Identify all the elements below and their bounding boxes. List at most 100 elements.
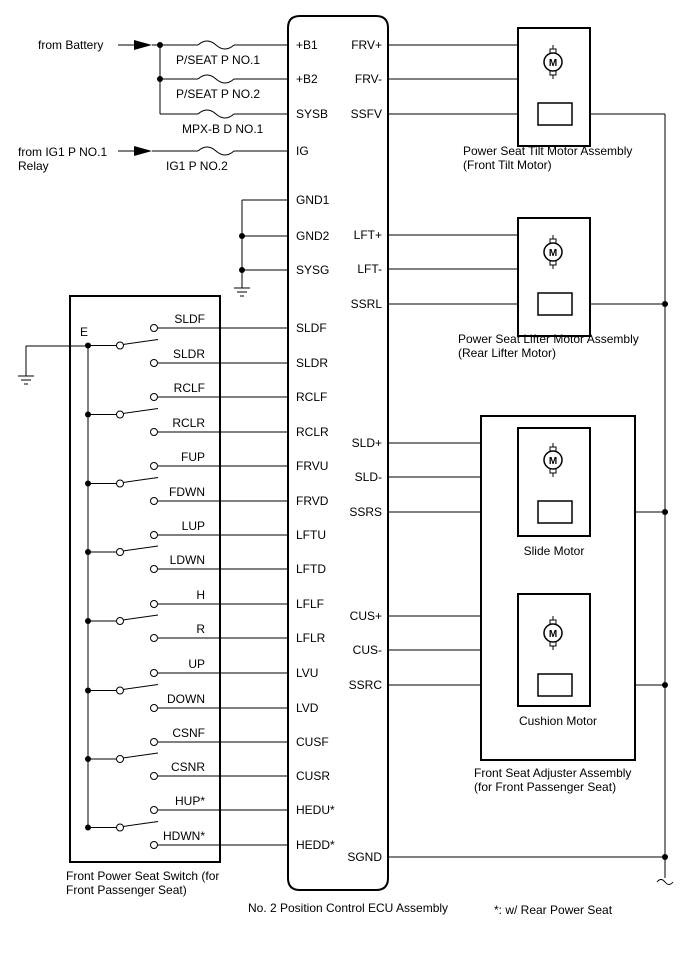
switch-contact-label: H xyxy=(196,588,205,602)
motor-symbol: M xyxy=(549,248,557,259)
fuse-3-icon xyxy=(197,109,235,119)
ecu-pin-label: SSRC xyxy=(349,678,383,692)
ecu-pin-label: SLD- xyxy=(355,470,382,484)
ecu-pin-label: SSRL xyxy=(351,297,383,311)
ecu-pin-label: LFT+ xyxy=(354,228,382,242)
switch-contact xyxy=(150,497,158,505)
ecu-pin-label: GND2 xyxy=(296,229,330,243)
switch-contact-label: DOWN xyxy=(167,692,205,706)
switch-contact-label: R xyxy=(196,622,205,636)
ig1-arrow-icon xyxy=(134,146,152,156)
motor-icon xyxy=(543,450,563,470)
fuse-1-icon xyxy=(197,40,235,50)
switch-pivot xyxy=(116,686,124,695)
ecu-assembly: No. 2 Position Control ECU Assembly xyxy=(248,15,448,915)
motor-symbol: M xyxy=(549,58,557,69)
adjuster-title-line2: (for Front Passenger Seat) xyxy=(474,780,616,794)
ecu-pin-label: CUSR xyxy=(296,769,330,783)
cushion-motor-label: Cushion Motor xyxy=(519,714,597,728)
tilt-title-line1: Power Seat Tilt Motor Assembly xyxy=(463,144,632,158)
switch-contact xyxy=(150,738,158,746)
ecu-pin-label: SGND xyxy=(347,850,382,864)
ecu-pin-label: SYSG xyxy=(296,263,329,277)
fuse-2-icon xyxy=(197,74,235,84)
ecu-pin-label: +B1 xyxy=(296,38,318,52)
ecu-pin-label: HEDU* xyxy=(296,803,335,817)
from-battery-label: from Battery xyxy=(38,38,103,52)
switch-contact-label: SLDR xyxy=(173,347,205,361)
motor-icon xyxy=(543,52,563,72)
ecu-ground xyxy=(234,199,288,297)
ecu-pin-label: LVU xyxy=(296,666,318,680)
ecu-right-pins: FRV+FRV-SSFVLFT+LFT-SSRLSLD+SLD-SSRSCUS+… xyxy=(347,38,668,864)
switch-pivot xyxy=(116,823,124,832)
switch-contact-label: CSNF xyxy=(172,726,205,740)
switch-contact xyxy=(150,359,158,367)
ground-icon xyxy=(234,287,250,297)
ecu-pin-label: GND1 xyxy=(296,193,330,207)
switch-pivot xyxy=(116,410,124,419)
ecu-pin-label: CUS+ xyxy=(350,609,382,623)
ecu-pin-label: SLDF xyxy=(296,321,327,335)
ecu-pin-label: FRV+ xyxy=(351,38,382,52)
switch-contact xyxy=(150,704,158,712)
ecu-pin-label: SLDR xyxy=(296,356,328,370)
front-seat-adjuster-assembly: Slide Motor Cushion Motor Front Seat Adj… xyxy=(474,415,636,794)
motor-icon xyxy=(543,623,563,643)
switch-contact-label: HDWN* xyxy=(163,829,205,843)
switch-contact xyxy=(150,428,158,436)
ecu-pin-label: FRVD xyxy=(296,494,329,508)
switch-common-label: E xyxy=(80,325,88,339)
power-inputs: from Battery P/SEAT P NO.1 P/SEAT P NO.2… xyxy=(18,38,288,173)
switch-pivot xyxy=(116,548,124,556)
ecu-pin-label: SLD+ xyxy=(352,436,382,450)
switch-contact-label: FUP xyxy=(181,450,205,464)
switch-title-line2: Front Passenger Seat) xyxy=(66,883,187,897)
switch-contact xyxy=(150,393,158,401)
motor-symbol: M xyxy=(549,629,557,640)
ecu-pin-label: IG xyxy=(296,144,309,158)
ig1-label-line2: Relay xyxy=(18,159,49,173)
switch-contact-label: RCLF xyxy=(174,381,205,395)
motor-symbol: M xyxy=(549,456,557,467)
slide-motor-label: Slide Motor xyxy=(524,544,585,558)
ecu-left-pins: +B1+B2SYSBIGGND1GND2SYSGSLDFSLDRRCLFRCLR… xyxy=(296,38,335,852)
position-sensor xyxy=(537,673,573,697)
ecu-pin-label: RCLR xyxy=(296,425,329,439)
switch-contact xyxy=(150,462,158,470)
ecu-pin-label: +B2 xyxy=(296,72,318,86)
switch-contact-label: LDWN xyxy=(170,553,205,567)
ecu-pin-label: LVD xyxy=(296,701,319,715)
ecu-pin-label: FRV- xyxy=(355,72,382,86)
switch-contact xyxy=(150,634,158,642)
rear-power-seat-note: *: w/ Rear Power Seat xyxy=(494,903,613,917)
motor-icon xyxy=(543,242,563,262)
switch-ground-icon xyxy=(18,375,34,385)
cushion-motor-box xyxy=(517,593,591,707)
ecu-title: No. 2 Position Control ECU Assembly xyxy=(248,901,448,915)
position-sensor xyxy=(537,102,573,126)
fuse-4-icon xyxy=(197,146,235,156)
adjuster-title-line1: Front Seat Adjuster Assembly xyxy=(474,766,631,780)
ecu-pin-label: FRVU xyxy=(296,459,328,473)
battery-arrow-icon xyxy=(134,40,152,50)
lifter-motor-assembly: Power Seat Lifter Motor Assembly (Rear L… xyxy=(458,217,639,360)
motors: M M M M xyxy=(537,45,573,697)
switch-pivot xyxy=(116,479,124,488)
ecu-pin-label: LFLR xyxy=(296,631,326,645)
fuse-3-label: MPX-B D NO.1 xyxy=(182,122,264,136)
switch-title-line1: Front Power Seat Switch (for xyxy=(66,869,219,883)
sensor-ground-bus xyxy=(656,114,674,885)
switch-contact xyxy=(150,565,158,573)
switch-pivot xyxy=(116,617,124,625)
ecu-pin-label: LFT- xyxy=(357,262,382,276)
ecu-pin-label: LFLF xyxy=(296,597,324,611)
switch-contact-label: RCLR xyxy=(172,416,205,430)
ecu-pin-label: SYSB xyxy=(296,107,328,121)
ecu-pin-label: LFTU xyxy=(296,528,326,542)
position-sensor xyxy=(537,292,573,316)
switch-contact xyxy=(150,841,158,849)
switch-contact-label: SLDF xyxy=(174,312,205,326)
ecu-pin-label: CUS- xyxy=(353,643,382,657)
